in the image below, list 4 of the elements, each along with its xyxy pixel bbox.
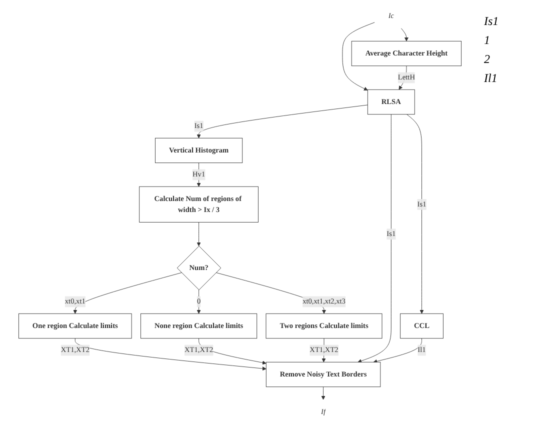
signal-label: Il1: [484, 71, 498, 86]
signal-label: 2: [484, 52, 491, 67]
signal-label: Is1: [484, 14, 500, 29]
signal-label: 1: [484, 33, 491, 48]
